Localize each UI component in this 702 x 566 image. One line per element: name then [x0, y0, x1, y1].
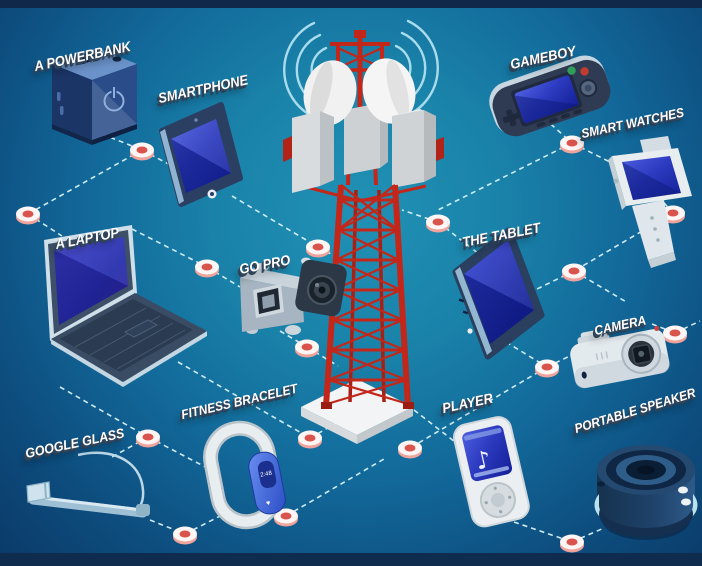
smartphone-illustration [159, 102, 243, 207]
dashed-connector [177, 361, 311, 439]
tablet-illustration [452, 227, 545, 360]
camera-illustration [570, 325, 670, 389]
gopro-lens [295, 259, 347, 317]
connector-dot [298, 430, 322, 449]
dashed-connector [131, 228, 208, 268]
dashed-connector [571, 527, 605, 543]
dashed-connector [27, 213, 63, 237]
connector-dot [663, 325, 687, 344]
top-frame-bar [0, 0, 702, 8]
bottom-frame-bar [0, 553, 702, 566]
connector-dot [426, 214, 450, 233]
camera-lens [621, 333, 662, 374]
connector-dots [16, 135, 687, 553]
dashed-connector [27, 149, 143, 215]
dashed-connector [285, 458, 385, 517]
music-note-icon: ♪ [473, 445, 494, 476]
dashed-connector [435, 142, 573, 212]
connector-dot [195, 259, 219, 278]
powerbank-illustration [52, 48, 137, 145]
connector-dot [306, 239, 330, 258]
connector-dot [130, 142, 154, 161]
dashed-connector [59, 386, 149, 438]
connector-dot [560, 135, 584, 154]
cell-tower-illustration [283, 19, 444, 444]
google-glass-illustration [26, 451, 150, 518]
dashed-connector [534, 270, 575, 291]
click-wheel [479, 481, 516, 518]
gopro-screen [253, 284, 284, 318]
dashed-connector [206, 266, 241, 288]
dashed-connector [571, 142, 613, 164]
camera-red-dot [654, 325, 660, 331]
speaker-cone [597, 445, 695, 495]
dashed-connector [306, 346, 339, 367]
portable-speaker-illustration [594, 445, 698, 540]
watch-strap [632, 200, 676, 268]
glass-prism [26, 481, 51, 503]
satellite-dish-left [303, 60, 357, 126]
connector-dot [562, 263, 586, 282]
heart-icon: ♥ [266, 500, 271, 508]
connector-dot [136, 429, 160, 448]
dashed-connector [401, 209, 439, 223]
dashed-connector [111, 436, 149, 458]
connector-dot [173, 526, 197, 545]
connector-dot [560, 534, 584, 553]
smart-watch-illustration [608, 136, 692, 268]
satellite-dish-right [362, 58, 416, 124]
dashed-connector [513, 521, 573, 543]
connector-dot [16, 206, 40, 225]
bracelet-time: 2:48 [260, 470, 273, 478]
antenna-panel-left [283, 111, 334, 193]
gameboy-illustration [489, 55, 611, 137]
dashed-connector [231, 195, 319, 248]
tower-lattice [321, 184, 414, 409]
connector-dot [398, 440, 422, 459]
dashed-connector [141, 149, 177, 169]
gopro-illustration [240, 257, 347, 335]
bracelet-module: 2:48 ♥ [248, 451, 286, 515]
dpad-icon [502, 109, 520, 127]
connector-dot [274, 508, 298, 527]
power-icon [103, 87, 125, 112]
antenna-panel-right [392, 109, 444, 188]
laptop-illustration [44, 225, 207, 387]
music-player-illustration: ♪ [453, 416, 530, 528]
tablet-button [467, 328, 473, 334]
dashed-connector [101, 133, 143, 151]
touchpad [123, 319, 159, 338]
fitness-bracelet-illustration: 2:48 ♥ [203, 420, 286, 530]
connector-dot [295, 339, 319, 358]
connector-dot [535, 359, 559, 378]
watch-crown [613, 178, 619, 184]
